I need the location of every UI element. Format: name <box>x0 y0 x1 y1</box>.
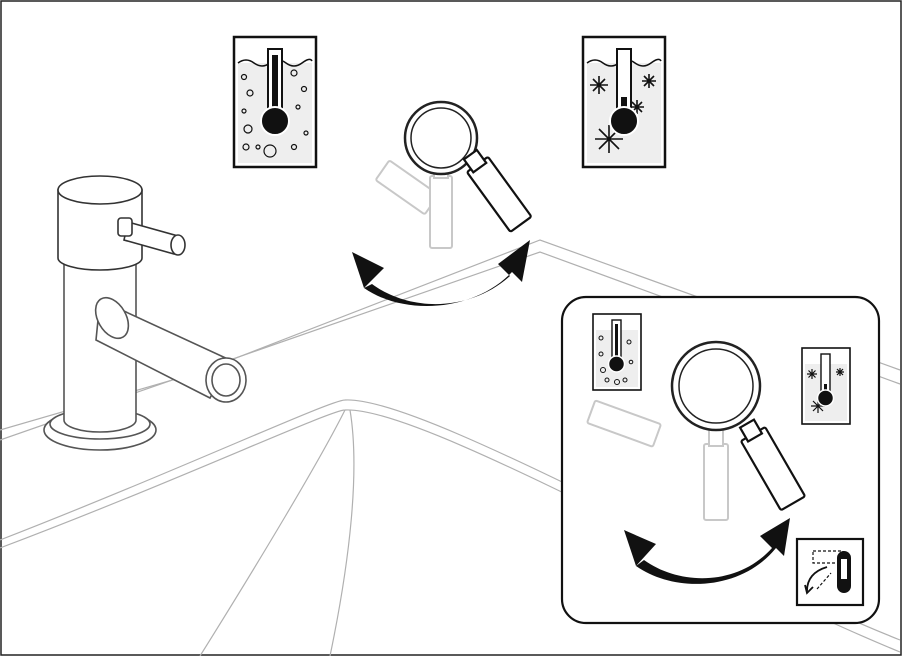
magnifier-lever-detail-small <box>586 340 806 521</box>
lever-faded-center <box>703 427 729 521</box>
inset-panel <box>560 295 881 625</box>
hot-water-thermometer-icon-small <box>592 313 642 391</box>
cold-water-thermometer-icon <box>581 35 667 169</box>
faucet-spout <box>95 298 232 400</box>
magnifier-lever-detail <box>375 100 532 249</box>
faucet-top <box>57 175 143 205</box>
rotate-arrow-icon-small <box>624 518 790 584</box>
rotate-arrow-icon <box>352 240 530 307</box>
temperature-limit-lock-icon <box>795 537 865 607</box>
cold-water-thermometer-icon-small <box>801 347 851 425</box>
faucet-lever <box>117 217 186 256</box>
lever-active <box>738 418 806 511</box>
faucet <box>43 175 247 451</box>
hot-water-thermometer-icon <box>232 35 318 169</box>
lever-faded-left <box>586 399 662 448</box>
lever-active <box>462 148 532 233</box>
